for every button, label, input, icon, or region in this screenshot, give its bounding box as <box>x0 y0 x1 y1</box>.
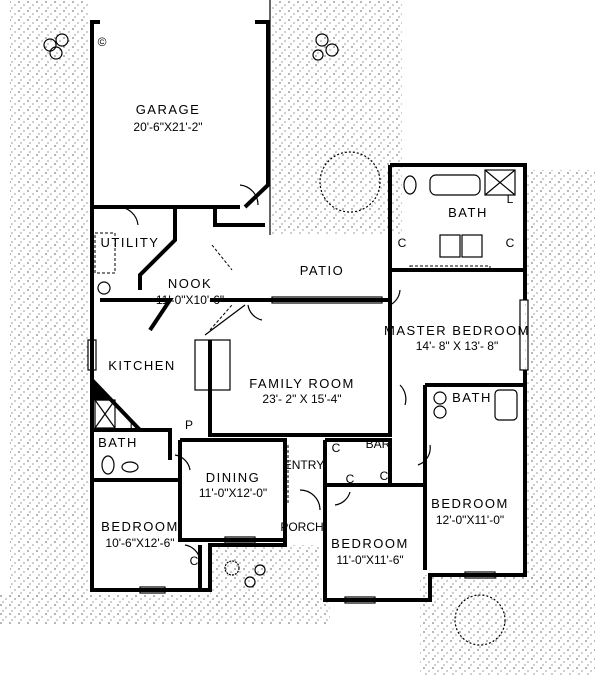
doors[interactable] <box>117 184 431 561</box>
dining-label: DINING <box>206 470 261 485</box>
master-bedroom-size: 14'- 8" X 13'- 8" <box>416 339 498 353</box>
closet-label: C <box>346 472 355 486</box>
utility-label: UTILITY <box>101 235 160 250</box>
bedroom-left-size: 10'-6"X12'-6" <box>105 536 174 550</box>
bar-label: BAR <box>366 437 391 451</box>
left-sink <box>121 461 139 473</box>
water-heater <box>97 281 111 295</box>
patio-label: PATIO <box>300 263 345 278</box>
master-shower <box>484 169 516 196</box>
master-tub <box>429 174 481 196</box>
entry-label: ENTRY <box>284 458 324 472</box>
pantry-label: P <box>185 418 193 432</box>
bedroom-middle-size: 11'-0"X11'-6" <box>336 553 403 567</box>
garage-label: GARAGE <box>136 102 201 117</box>
walls <box>90 20 527 602</box>
hall-tub <box>494 389 518 421</box>
shrubs <box>43 33 506 646</box>
master-bedroom-label: MASTER BEDROOM <box>384 323 530 338</box>
landscaping <box>0 0 595 675</box>
bedroom-left-label: BEDROOM <box>101 519 179 534</box>
master-toilet <box>403 175 417 195</box>
linen-label: L <box>130 419 137 433</box>
bedroom-middle-label: BEDROOM <box>331 536 409 551</box>
family-room-size: 23'- 2" X 15'-4" <box>262 392 341 406</box>
linen-label: L <box>507 192 514 206</box>
closet-label: C <box>506 236 515 250</box>
closet-label: C <box>190 554 199 568</box>
bedroom-right-size: 12'-0"X11'-0" <box>436 513 504 527</box>
dining-size: 11'-0"X12'-0" <box>199 486 267 500</box>
porch-label: PORCH <box>280 520 323 534</box>
left-toilet <box>101 455 115 475</box>
front-door-swing <box>299 489 321 511</box>
room-labels: © GARAGE 20'-6"X21'-2" UTILITY NOOK 11'-… <box>98 35 530 568</box>
closet-label: C <box>332 441 341 455</box>
kitchen-label: KITCHEN <box>108 358 176 373</box>
nook-label: NOOK <box>168 276 212 291</box>
hall-bath-label: BATH <box>452 390 492 405</box>
master-bath-label: BATH <box>448 205 488 220</box>
family-room-label: FAMILY ROOM <box>249 376 355 391</box>
garage-door-swing <box>239 184 259 206</box>
copyright-mark: © <box>98 35 107 49</box>
left-bath-label: BATH <box>98 435 138 450</box>
garage-size: 20'-6"X21'-2" <box>133 120 202 134</box>
closet-label: C <box>380 469 389 483</box>
windows <box>87 244 529 604</box>
fixtures <box>91 169 518 475</box>
bedroom-right-label: BEDROOM <box>431 496 509 511</box>
nook-size: 11'-0"X10'-6" <box>156 293 224 307</box>
closet-label: C <box>398 236 407 250</box>
fireplace <box>194 339 231 391</box>
